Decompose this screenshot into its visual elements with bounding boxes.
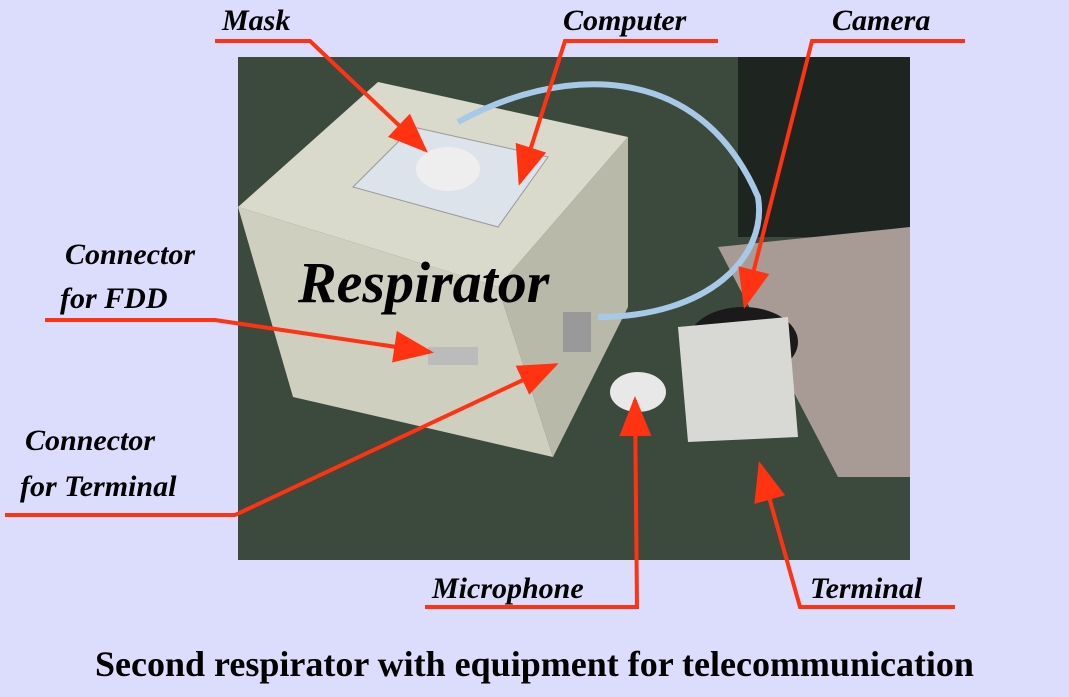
label-connector-fdd-line2: for FDD xyxy=(60,282,168,315)
label-mask: Mask xyxy=(222,4,291,37)
label-computer: Computer xyxy=(563,4,687,37)
label-connector-terminal-line2: for Terminal xyxy=(20,470,177,503)
label-camera: Camera xyxy=(832,4,931,37)
fdd-connector xyxy=(428,347,478,365)
label-connector-terminal-line1: Connector xyxy=(25,424,156,457)
mask-shape xyxy=(416,147,480,191)
label-connector-fdd-line1: Connector xyxy=(65,238,196,271)
terminal-shape xyxy=(678,317,798,442)
label-terminal: Terminal xyxy=(810,572,923,605)
label-microphone: Microphone xyxy=(432,572,584,605)
slide-title: Second respirator with equipment for tel… xyxy=(95,644,974,684)
label-respirator: Respirator xyxy=(298,250,550,315)
